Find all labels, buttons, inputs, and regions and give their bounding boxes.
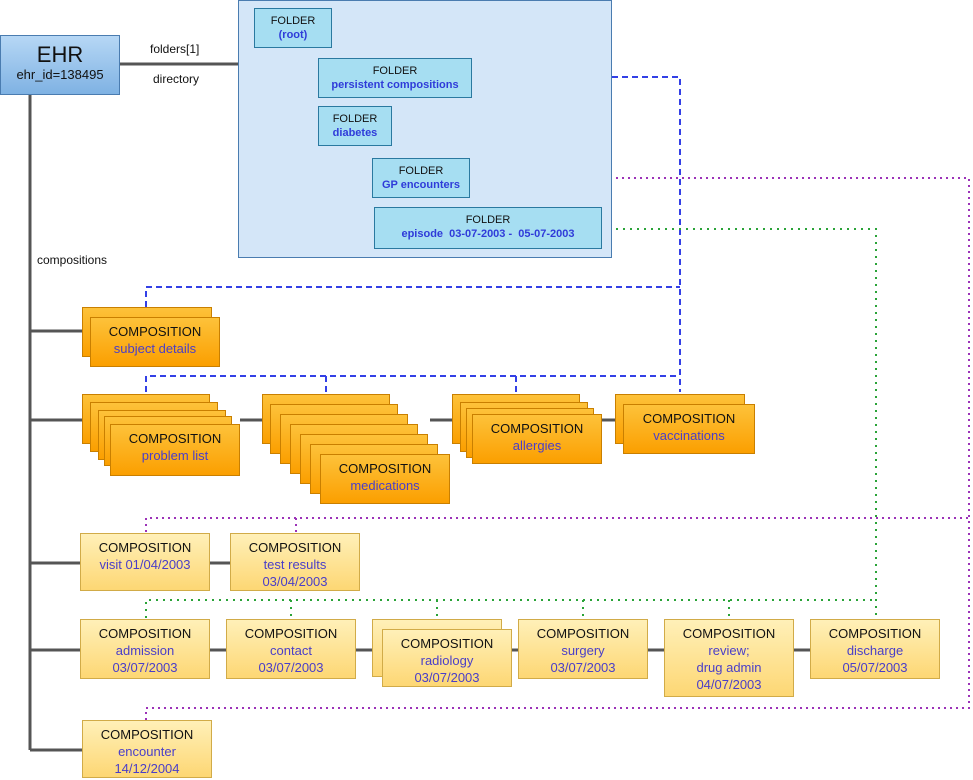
folder-diabetes-label: diabetes [332,127,378,139]
folder-gp-label: GP encounters [381,179,461,191]
composition-vaccinations[interactable]: COMPOSITION vaccinations [623,404,755,454]
composition-visit[interactable]: COMPOSITION visit 01/04/2003 [80,533,210,591]
folder-episode-label: episode 03-07-2003 - 05-07-2003 [401,228,575,240]
composition-vaccinations-label: vaccinations [653,428,725,443]
composition-kind: COMPOSITION [338,461,432,476]
composition-allergies[interactable]: COMPOSITION allergies [472,414,602,464]
composition-kind: COMPOSITION [128,431,222,446]
folder-persistent-compositions[interactable]: FOLDER persistent compositions [318,58,472,98]
composition-kind: COMPOSITION [100,727,194,742]
composition-kind: COMPOSITION [248,540,342,555]
composition-kind: COMPOSITION [98,626,192,641]
composition-kind: COMPOSITION [828,626,922,641]
folder-kind: FOLDER [270,15,316,27]
composition-review[interactable]: COMPOSITION review; drug admin 04/07/200… [664,619,794,697]
folder-root-label: (root) [278,29,308,41]
gp-encounter-links [145,177,970,720]
composition-medications[interactable]: COMPOSITION medications [320,454,450,504]
compositions-edge-label: compositions [37,253,108,267]
composition-kind: COMPOSITION [682,626,776,641]
composition-discharge-label: discharge 05/07/2003 [842,643,908,675]
composition-kind: COMPOSITION [244,626,338,641]
episode-links [145,228,877,620]
composition-test-results-label: test results 03/04/2003 [262,557,328,589]
composition-radiology-label: radiology 03/07/2003 [414,653,480,685]
composition-kind: COMPOSITION [642,411,736,426]
folder-kind: FOLDER [465,214,511,226]
folder-kind: FOLDER [332,113,378,125]
composition-subject-details[interactable]: COMPOSITION subject details [90,317,220,367]
composition-encounter[interactable]: COMPOSITION encounter 14/12/2004 [82,720,212,778]
composition-discharge[interactable]: COMPOSITION discharge 05/07/2003 [810,619,940,679]
folder-diabetes[interactable]: FOLDER diabetes [318,106,392,146]
folder-persistent-label: persistent compositions [331,79,459,91]
folder-root[interactable]: FOLDER (root) [254,8,332,48]
composition-medications-label: medications [350,478,420,493]
composition-surgery[interactable]: COMPOSITION surgery 03/07/2003 [518,619,648,679]
folders-edge-label: folders[1] [150,42,200,56]
composition-kind: COMPOSITION [108,324,202,339]
directory-edge-label: directory [153,72,200,86]
composition-kind: COMPOSITION [490,421,584,436]
composition-surgery-label: surgery 03/07/2003 [550,643,616,675]
composition-admission[interactable]: COMPOSITION admission 03/07/2003 [80,619,210,679]
composition-visit-label: visit 01/04/2003 [99,557,191,572]
composition-admission-label: admission 03/07/2003 [112,643,178,675]
composition-kind: COMPOSITION [536,626,630,641]
composition-allergies-label: allergies [512,438,562,453]
composition-review-label: review; drug admin 04/07/2003 [696,643,762,692]
composition-kind: COMPOSITION [98,540,192,555]
composition-kind: COMPOSITION [400,636,494,651]
composition-contact[interactable]: COMPOSITION contact 03/07/2003 [226,619,356,679]
composition-encounter-label: encounter 14/12/2004 [114,744,180,776]
composition-test-results[interactable]: COMPOSITION test results 03/04/2003 [230,533,360,591]
folder-gp-encounters[interactable]: FOLDER GP encounters [372,158,470,198]
folder-episode[interactable]: FOLDER episode 03-07-2003 - 05-07-2003 [374,207,602,249]
folder-kind: FOLDER [372,65,418,77]
persistent-links [145,76,681,394]
composition-problem-list-label: problem list [141,448,209,463]
ehr-title: EHR [36,42,84,67]
ehr-id-label: ehr_id=138495 [16,67,104,82]
composition-problem-list[interactable]: COMPOSITION problem list [110,424,240,476]
composition-radiology[interactable]: COMPOSITION radiology 03/07/2003 [382,629,512,687]
folder-kind: FOLDER [398,165,444,177]
composition-contact-label: contact 03/07/2003 [258,643,324,675]
composition-subject-details-label: subject details [113,341,197,356]
ehr-node[interactable]: EHR ehr_id=138495 [0,35,120,95]
